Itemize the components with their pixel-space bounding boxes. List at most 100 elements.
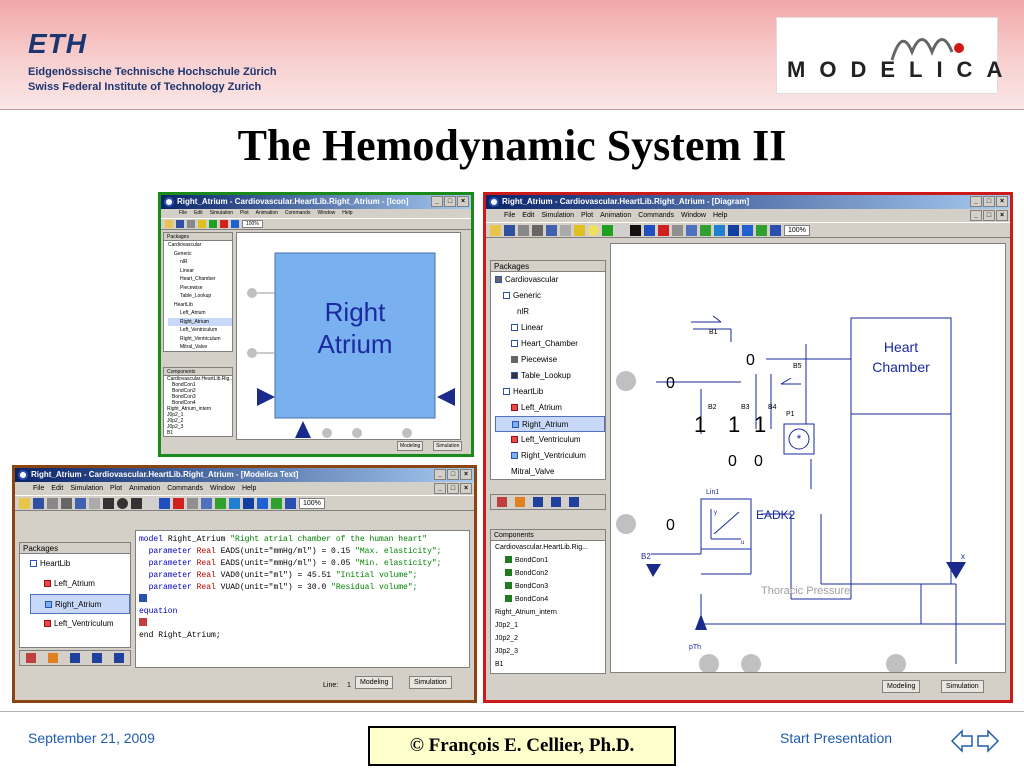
icon-canvas[interactable]: Right Atrium — [236, 232, 461, 440]
tree-item[interactable]: BondCon2 — [495, 567, 605, 580]
tree-item[interactable]: Table_Lookup — [495, 368, 605, 384]
zoom-select[interactable]: 100% — [242, 220, 263, 228]
tree-item[interactable]: Right_Ventriculum — [180, 335, 221, 342]
tree-item[interactable]: Left_Ventriculum — [30, 614, 130, 634]
print-icon[interactable] — [61, 498, 72, 509]
menu-simulation[interactable]: Simulation — [70, 485, 104, 492]
color-tool-icon[interactable] — [220, 220, 228, 228]
info-view-icon[interactable] — [742, 225, 753, 236]
grid-icon[interactable] — [672, 225, 683, 236]
menu-file[interactable]: File — [179, 210, 188, 216]
modelica-text-editor[interactable]: model Right_Atrium "Right atrial chamber… — [135, 530, 470, 668]
tree-item[interactable]: Right_Atrium_intern — [167, 406, 212, 412]
text-tool-icon[interactable] — [145, 498, 156, 509]
simulate-icon[interactable] — [231, 220, 239, 228]
tree-item[interactable]: Left_Ventriculum — [495, 432, 605, 448]
tree-item[interactable]: HeartLib — [495, 384, 605, 400]
grid-icon[interactable] — [187, 498, 198, 509]
tree-item[interactable]: Right_Atrium_intern — [495, 609, 557, 616]
library-tab-icon[interactable] — [515, 497, 525, 507]
tree-item[interactable]: Linear — [180, 267, 194, 274]
up-icon[interactable] — [569, 497, 579, 507]
tree-item[interactable]: HeartLib — [30, 554, 130, 574]
minimize-button[interactable]: _ — [431, 196, 443, 207]
tree-item[interactable]: Mitral_Valve — [511, 467, 555, 476]
tree-item[interactable]: HeartLib — [174, 301, 193, 308]
menu-plot[interactable]: Plot — [581, 212, 594, 219]
modeling-button[interactable]: Modeling — [397, 441, 424, 451]
zoom-select[interactable]: 100% — [784, 225, 810, 236]
menu-help[interactable]: Help — [241, 485, 257, 492]
child-restore-button[interactable]: □ — [983, 210, 995, 221]
tree-item[interactable]: Heart_Chamber — [180, 276, 216, 282]
zoom-select[interactable]: 100% — [299, 498, 325, 509]
simulation-button[interactable]: Simulation — [941, 680, 984, 693]
tree-item[interactable]: B1 — [495, 661, 504, 668]
diagram-view-icon[interactable] — [243, 498, 254, 509]
text-view-icon[interactable] — [285, 498, 296, 509]
polygon-tool-icon[interactable] — [602, 225, 613, 236]
package-tab-icon[interactable] — [26, 653, 36, 663]
simulation-button[interactable]: Simulation — [409, 676, 452, 689]
menu-window[interactable]: Window — [210, 485, 235, 492]
tree-item[interactable]: Linear — [495, 320, 605, 336]
tree-item[interactable]: BondCon3 — [495, 580, 605, 593]
tree-item[interactable]: BondCon1 — [495, 554, 605, 567]
menu-window[interactable]: Window — [317, 210, 336, 216]
tree-item[interactable]: Left_Ventriculum — [180, 327, 218, 333]
menu-simulation[interactable]: Simulation — [541, 212, 575, 219]
menu-file[interactable]: File — [504, 212, 516, 219]
minimize-button[interactable]: _ — [970, 196, 982, 207]
rectangle-tool-icon[interactable] — [574, 225, 585, 236]
maximize-button[interactable]: □ — [444, 196, 456, 207]
icon-view-icon[interactable] — [756, 225, 767, 236]
close-button[interactable]: × — [457, 196, 469, 207]
line-color-icon[interactable] — [644, 225, 655, 236]
fill-color-icon[interactable] — [173, 498, 184, 509]
icon-view-icon[interactable] — [271, 498, 282, 509]
tree-item[interactable]: Left_Atrium — [30, 574, 130, 594]
menu-commands[interactable]: Commands — [638, 212, 675, 219]
back-icon[interactable] — [70, 653, 80, 663]
modeling-button[interactable]: Modeling — [355, 676, 394, 689]
tree-item[interactable]: Cardiovascular — [168, 242, 202, 248]
tree-item[interactable]: nlR — [180, 259, 188, 265]
diagram-view-icon[interactable] — [728, 225, 739, 236]
rectangle-tool-icon[interactable] — [198, 220, 206, 228]
menu-plot[interactable]: Plot — [240, 210, 249, 216]
back-icon[interactable] — [533, 497, 543, 507]
menu-animation[interactable]: Animation — [600, 212, 632, 219]
next-arrow-icon[interactable] — [977, 729, 1000, 753]
save-icon[interactable] — [176, 220, 184, 228]
tree-item[interactable]: Cardiovascular — [495, 272, 605, 288]
menu-commands[interactable]: Commands — [167, 485, 204, 492]
menu-edit[interactable]: Edit — [51, 485, 64, 492]
tree-item[interactable]: B1 — [167, 430, 174, 436]
check-model-icon[interactable] — [215, 498, 226, 509]
line-color-icon[interactable] — [159, 498, 170, 509]
save-icon[interactable] — [33, 498, 44, 509]
tree-item[interactable]: J0p2_1 — [495, 622, 518, 629]
start-presentation-link[interactable]: Start Presentation — [780, 730, 893, 746]
connect-mode-icon[interactable] — [201, 498, 212, 509]
equation-icon[interactable] — [139, 618, 147, 626]
up-icon[interactable] — [114, 653, 124, 663]
tree-item-selected[interactable]: Right_Atrium — [495, 416, 605, 432]
close-button[interactable]: × — [996, 196, 1008, 207]
tree-item[interactable]: J0p2_3 — [495, 648, 518, 655]
child-minimize-button[interactable]: _ — [970, 210, 982, 221]
tree-item[interactable]: Generic — [495, 288, 605, 304]
check-model-icon[interactable] — [700, 225, 711, 236]
tree-item[interactable]: BondCon3 — [172, 394, 196, 400]
forward-icon[interactable] — [551, 497, 561, 507]
menu-edit[interactable]: Edit — [522, 212, 535, 219]
menu-file[interactable]: File — [33, 485, 45, 492]
line-tool-icon[interactable] — [89, 498, 100, 509]
tree-item[interactable]: J0p2_2 — [495, 635, 518, 642]
forward-icon[interactable] — [92, 653, 102, 663]
tree-item[interactable]: Left_Atrium — [180, 310, 206, 316]
menu-animation[interactable]: Animation — [129, 485, 161, 492]
check-icon[interactable] — [546, 225, 557, 236]
tree-item[interactable]: Generic — [174, 250, 192, 257]
ellipse-tool-icon[interactable] — [117, 498, 128, 509]
